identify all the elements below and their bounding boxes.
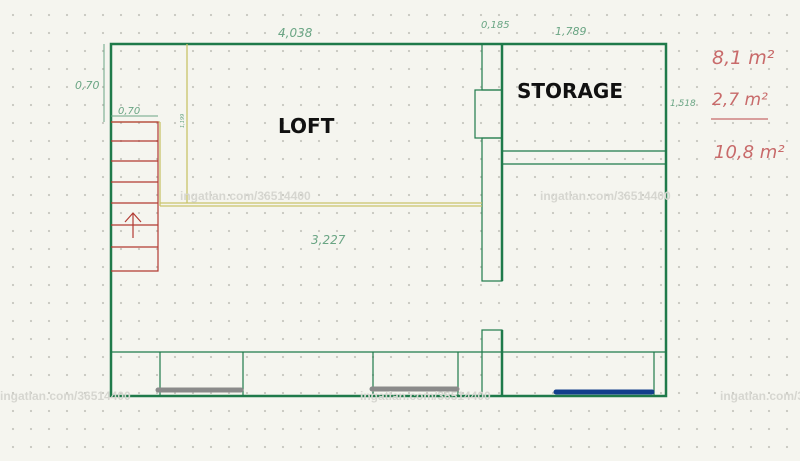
watermark: ingatlan.com/36514400 xyxy=(180,189,311,203)
watermark: ingatlan.com/36514400 xyxy=(720,389,800,403)
watermark: ingatlan.com/36514400 xyxy=(360,389,491,403)
dimension-wall-thickness: 0,185 xyxy=(481,20,510,31)
column-lower xyxy=(481,137,503,282)
column-upper xyxy=(481,43,503,91)
area-total: 10,8 m² xyxy=(714,142,785,163)
staircase xyxy=(111,121,159,272)
dimension-small-vertical: 1,199 xyxy=(180,114,186,128)
column-bottom xyxy=(481,329,503,397)
dimension-storage-depth: 1,518 xyxy=(670,99,696,109)
room-label-storage: STORAGE xyxy=(517,79,623,103)
openings xyxy=(155,386,655,395)
dimension-marks xyxy=(103,44,158,122)
building-outline xyxy=(109,42,668,398)
watermark: ingatlan.com/36514400 xyxy=(0,389,131,403)
dimension-interior-width: 3,227 xyxy=(311,233,346,247)
watermark: ingatlan.com/36514400 xyxy=(540,189,671,203)
area-storage: 2,7 m² xyxy=(712,90,768,110)
dimension-top-storage: 1,789 xyxy=(555,25,587,38)
dimension-top-loft: 4,038 xyxy=(278,26,313,40)
stair-outline xyxy=(111,121,159,272)
up-arrow-icon xyxy=(124,212,142,238)
area-loft: 8,1 m² xyxy=(712,47,775,69)
dimension-stair-width: 0,70 xyxy=(118,106,140,117)
dimension-left-height: 0,70 xyxy=(75,79,100,92)
column-mid xyxy=(474,89,503,139)
room-label-loft: LOFT xyxy=(278,114,335,138)
